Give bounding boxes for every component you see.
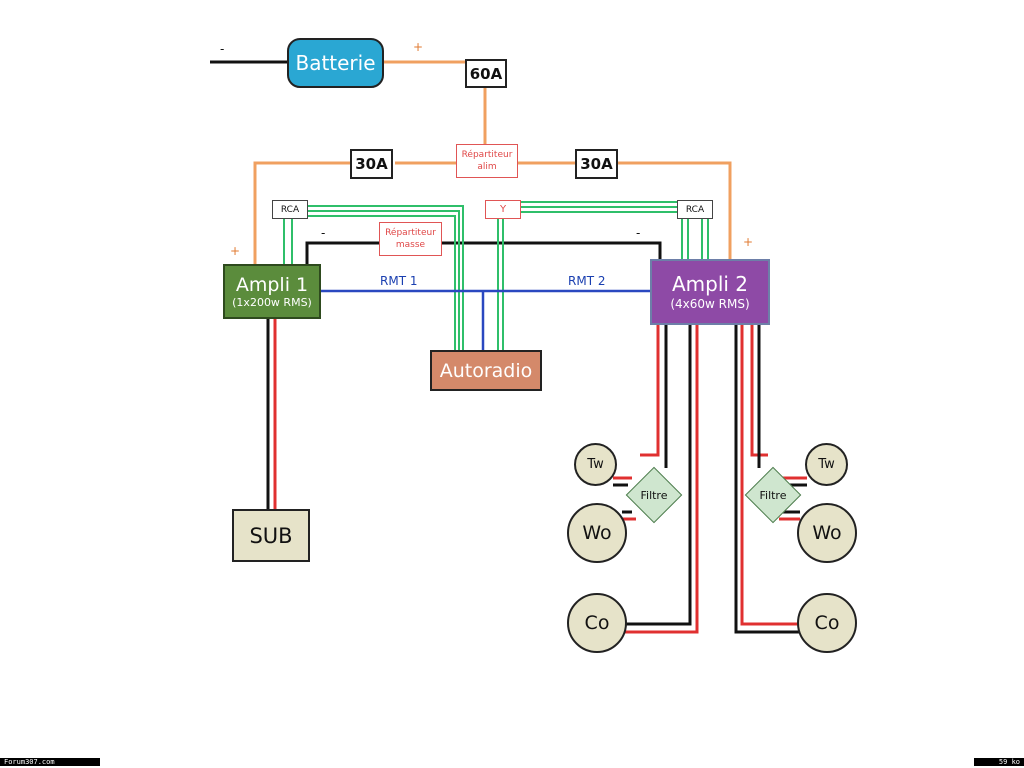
rca-y-splitter: Y: [485, 200, 521, 219]
rca-right: RCA: [677, 200, 713, 219]
tweeter-right-label: Tw: [818, 457, 835, 472]
amp1-subtitle: (1x200w RMS): [232, 295, 312, 309]
filter-right: Filtre: [744, 466, 802, 524]
tweeter-right: Tw: [805, 443, 848, 486]
rmt1-label: RMT 1: [380, 274, 418, 288]
rca-left-label: RCA: [280, 204, 300, 215]
fuse-30a-left: 30A: [350, 149, 393, 179]
woofer-left-label: Wo: [582, 522, 612, 544]
subwoofer-label: SUB: [249, 523, 293, 548]
amp1-title: Ampli 1: [235, 273, 309, 296]
ground-splitter-line1: Répartiteur: [385, 228, 436, 238]
fuse-30a-right: 30A: [575, 149, 618, 179]
amp2: Ampli 2 (4x60w RMS): [650, 259, 770, 325]
fuse-30a-right-label: 30A: [580, 155, 613, 173]
power-splitter: Répartiteur alim: [456, 144, 518, 178]
battery-label: Batterie: [295, 51, 376, 75]
ground-wires: [305, 241, 662, 265]
coax-right-label: Co: [814, 612, 840, 634]
amp2-left-speaker-wires: [613, 324, 699, 634]
coax-left-label: Co: [584, 612, 610, 634]
coax-left: Co: [567, 593, 627, 653]
head-unit: Autoradio: [430, 350, 542, 391]
remote-wires: [320, 289, 650, 352]
amp1-ground-minus-sign: -: [321, 226, 326, 240]
head-unit-label: Autoradio: [439, 359, 533, 382]
amp2-ground-minus-sign: -: [636, 226, 641, 240]
filter-left-label: Filtre: [640, 488, 668, 502]
amp1-plus-sign: +: [230, 244, 241, 258]
ground-splitter: Répartiteur masse: [379, 222, 442, 256]
ground-splitter-line2: masse: [395, 240, 426, 250]
fuse-60a-label: 60A: [469, 64, 503, 83]
rca-right-label: RCA: [685, 204, 705, 215]
filter-right-label: Filtre: [759, 488, 787, 502]
fuse-30a-left-label: 30A: [355, 155, 388, 173]
footer-site: Forum307.com: [0, 758, 100, 766]
amp2-subtitle: (4x60w RMS): [670, 297, 750, 311]
filter-left: Filtre: [625, 466, 683, 524]
battery: Batterie: [287, 38, 384, 88]
footer-size: 59 ko: [974, 758, 1024, 766]
tweeter-left: Tw: [574, 443, 617, 486]
rca-wires: [283, 201, 709, 352]
power-wires: [253, 60, 732, 265]
amp2-plus-sign: +: [743, 235, 754, 249]
fuse-60a: 60A: [465, 59, 507, 88]
power-splitter-line1: Répartiteur: [461, 150, 513, 160]
rca-y-splitter-label: Y: [499, 203, 507, 215]
amp2-title: Ampli 2: [671, 272, 749, 296]
power-splitter-line2: alim: [477, 162, 497, 172]
woofer-right-label: Wo: [812, 522, 842, 544]
woofer-right: Wo: [797, 503, 857, 563]
tweeter-left-label: Tw: [587, 457, 604, 472]
coax-right: Co: [797, 593, 857, 653]
amp2-right-speaker-wires: [734, 324, 807, 634]
rmt2-label: RMT 2: [568, 274, 606, 288]
subwoofer: SUB: [232, 509, 310, 562]
rca-left: RCA: [272, 200, 308, 219]
battery-minus-sign: -: [220, 42, 225, 56]
battery-plus-sign: +: [413, 40, 424, 54]
woofer-left: Wo: [567, 503, 627, 563]
amp1: Ampli 1 (1x200w RMS): [223, 264, 321, 319]
